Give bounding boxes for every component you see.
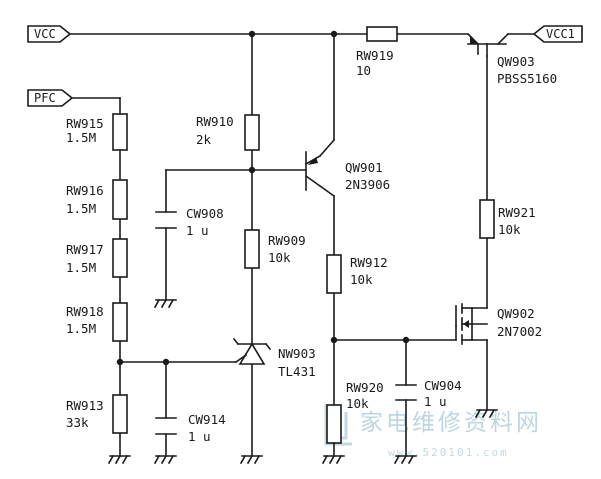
regulator-nw903: NW903 TL431 bbox=[232, 337, 316, 379]
rw915-ref: RW915 bbox=[66, 116, 104, 131]
ground-icons bbox=[107, 298, 498, 465]
rw916-ref: RW916 bbox=[66, 183, 104, 198]
qw903-part: PBSS5160 bbox=[497, 71, 557, 86]
rw912-ref: RW912 bbox=[350, 255, 388, 270]
rw921-ref: RW921 bbox=[498, 205, 536, 220]
watermark-url: www.520101.com bbox=[388, 446, 509, 459]
ground-icon bbox=[393, 454, 417, 465]
rw909-ref: RW909 bbox=[268, 233, 306, 248]
watermark: 家电维修资料网 www.520101.com bbox=[324, 404, 542, 459]
qw903-ref: QW903 bbox=[497, 54, 535, 69]
rw916-value: 1.5M bbox=[66, 201, 96, 216]
net-tag-pfc: PFC bbox=[27, 89, 74, 107]
junctions bbox=[116, 30, 410, 366]
resistor-rw912: RW912 10k bbox=[326, 254, 388, 294]
rw909-value: 10k bbox=[268, 250, 291, 265]
capacitor-cw908: CW908 1 u bbox=[155, 206, 224, 238]
nw903-part: TL431 bbox=[278, 364, 316, 379]
ground-icon bbox=[107, 454, 131, 465]
resistor-rw913: RW913 33k bbox=[66, 394, 128, 434]
capacitor-cw904: CW904 1 u bbox=[395, 378, 462, 409]
cw904-value: 1 u bbox=[424, 394, 447, 409]
rw910-ref: RW910 bbox=[196, 114, 234, 129]
cw908-ref: CW908 bbox=[186, 206, 224, 221]
ground-icon bbox=[321, 454, 345, 465]
resistor-rw921: RW921 10k bbox=[479, 199, 536, 239]
rw913-ref: RW913 bbox=[66, 398, 104, 413]
capacitor-cw914: CW914 1 u bbox=[155, 412, 226, 444]
resistor-rw916: RW916 1.5M bbox=[66, 179, 128, 220]
watermark-title: 家电维修资料网 bbox=[360, 410, 542, 436]
qw902-part: 2N7002 bbox=[497, 324, 542, 339]
cw908-value: 1 u bbox=[186, 223, 209, 238]
transistor-qw902: QW902 2N7002 bbox=[455, 303, 542, 345]
rw910-value: 2k bbox=[196, 132, 212, 147]
net-label-pfc: PFC bbox=[34, 91, 56, 105]
wires bbox=[69, 32, 535, 457]
resistor-rw920: RW920 10k bbox=[326, 380, 384, 444]
resistor-rw910: RW910 2k bbox=[196, 114, 260, 151]
cw914-value: 1 u bbox=[188, 429, 211, 444]
ground-icon bbox=[239, 454, 263, 465]
ground-icon bbox=[153, 298, 177, 309]
rw920-ref: RW920 bbox=[346, 380, 384, 395]
net-tag-vcc: VCC bbox=[27, 25, 72, 43]
qw901-part: 2N3906 bbox=[345, 177, 390, 192]
rw921-value: 10k bbox=[498, 222, 521, 237]
resistor-rw909: RW909 10k bbox=[244, 229, 306, 269]
rw919-ref: RW919 bbox=[356, 48, 394, 63]
rw918-ref: RW918 bbox=[66, 304, 104, 319]
qw902-ref: QW902 bbox=[497, 306, 535, 321]
cw914-ref: CW914 bbox=[188, 412, 226, 427]
resistor-rw919: RW919 10 bbox=[356, 26, 398, 78]
rw912-value: 10k bbox=[350, 272, 373, 287]
net-label-vcc1: VCC1 bbox=[546, 27, 575, 41]
transistor-qw903: QW903 PBSS5160 bbox=[467, 35, 557, 86]
resistor-rw917: RW917 1.5M bbox=[66, 238, 128, 278]
net-tag-vcc1: VCC1 bbox=[532, 25, 583, 43]
rw918-value: 1.5M bbox=[66, 321, 96, 336]
rw917-value: 1.5M bbox=[66, 260, 96, 275]
rw913-value: 33k bbox=[66, 415, 89, 430]
ground-icon bbox=[474, 408, 498, 419]
rw917-ref: RW917 bbox=[66, 242, 104, 257]
transistor-qw901: QW901 2N3906 bbox=[304, 151, 390, 192]
ground-icon bbox=[153, 454, 177, 465]
net-label-vcc: VCC bbox=[34, 27, 56, 41]
rw919-value: 10 bbox=[356, 63, 371, 78]
cw904-ref: CW904 bbox=[424, 378, 462, 393]
qw901-ref: QW901 bbox=[345, 160, 383, 175]
rw920-value: 10k bbox=[346, 396, 369, 411]
resistor-rw915: RW915 1.5M bbox=[66, 113, 128, 151]
rw915-value: 1.5M bbox=[66, 130, 96, 145]
resistor-rw918: RW918 1.5M bbox=[66, 302, 128, 342]
nw903-ref: NW903 bbox=[278, 346, 316, 361]
